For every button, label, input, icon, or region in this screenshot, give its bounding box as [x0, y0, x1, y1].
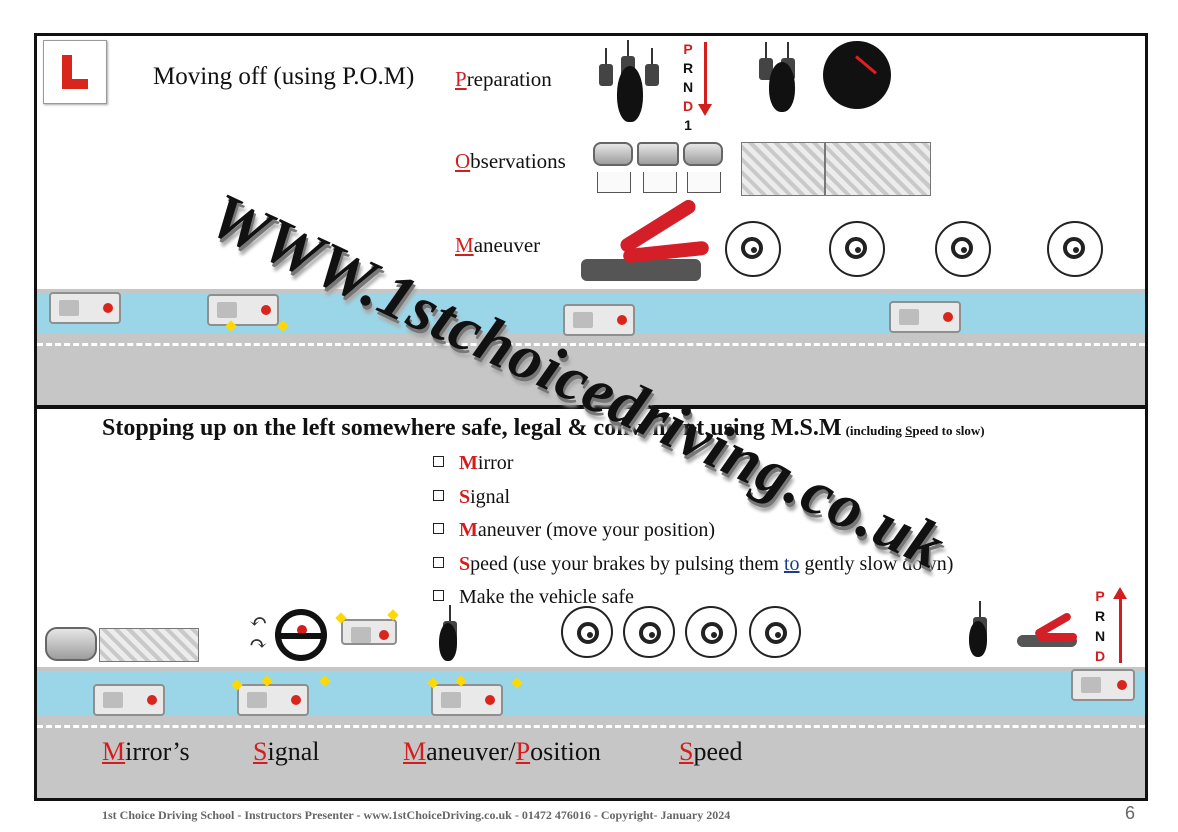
stopping-panel: Stopping up on the left somewhere safe, …: [34, 406, 1148, 801]
car-stopped: [1071, 669, 1135, 701]
car-signalling: [237, 684, 309, 716]
brake-foot-icon: [435, 605, 465, 667]
kerb-lane: [37, 671, 1145, 715]
door-mirror-icon: [45, 627, 97, 661]
checkbox-icon: [433, 489, 444, 501]
msm-checklist: Mirror Signal Maneuver (move your positi…: [433, 447, 953, 615]
steering-clock-icon: [1047, 221, 1103, 277]
car-positioning: [431, 684, 503, 716]
learner-plate-logo: [43, 40, 107, 104]
handbrake-icon: [1015, 609, 1081, 649]
pom-preparation: Preparation: [455, 67, 552, 91]
brake-foot-icon: [965, 601, 991, 663]
stopping-title: Stopping up on the left somewhere safe, …: [102, 415, 985, 441]
handbrake-icon: [577, 197, 711, 283]
gear-selector-up-icon: P R N D: [1091, 587, 1139, 669]
car-moving: [889, 301, 961, 333]
label-mirrors: Mirror’s: [102, 737, 190, 766]
rear-view-photo-icon: [99, 628, 199, 662]
label-signal: Signal: [253, 737, 320, 766]
moving-off-panel: Moving off (using P.O.M) Preparation Obs…: [34, 33, 1148, 408]
checklist-item: Speed (use your brakes by pulsing them t…: [433, 548, 953, 582]
checkbox-icon: [433, 590, 444, 601]
lane-markings: [37, 725, 1145, 728]
steering-wheel-icon: [275, 609, 327, 661]
label-maneuver-position: Maneuver/Position: [403, 737, 601, 766]
checklist-item: Signal: [433, 481, 953, 515]
steering-clock-icon: [561, 606, 613, 658]
pom-maneuver: Maneuver: [455, 233, 541, 257]
car-moving-off: [563, 304, 635, 336]
gear-selector-down-icon: P R N D 1: [677, 40, 717, 140]
rev-counter-icon: [823, 41, 891, 109]
checklist-item: Make the vehicle safe: [433, 581, 953, 615]
steering-clock-icon: [935, 221, 991, 277]
pedals-foot-icon: [595, 40, 665, 126]
checklist-item: Mirror: [433, 447, 953, 481]
steering-clock-icon: [685, 606, 737, 658]
steering-clock-icon: [749, 606, 801, 658]
label-speed: Speed: [679, 737, 743, 766]
turn-arrows-icon: ↶↷: [249, 609, 268, 656]
moving-off-title: Moving off (using P.O.M): [153, 63, 415, 90]
page-number: 6: [1125, 803, 1136, 823]
lane-markings: [37, 343, 1145, 346]
accelerator-foot-icon: [755, 42, 805, 118]
checkbox-icon: [433, 523, 444, 534]
footer-text: 1st Choice Driving School - Instructors …: [102, 808, 731, 822]
car-signal-icon: [341, 619, 397, 645]
checkbox-icon: [433, 456, 444, 467]
checkbox-icon: [433, 556, 444, 568]
car-approaching: [93, 684, 165, 716]
steering-clock-icon: [725, 221, 781, 277]
pom-observations: Observations: [455, 149, 566, 173]
mirror-types-icon: [593, 142, 725, 194]
steering-clock-icon: [829, 221, 885, 277]
car-signalling: [207, 294, 279, 326]
blind-spot-photo-icon: [741, 142, 825, 196]
interior-view-photo-icon: [825, 142, 931, 196]
steering-clock-icon: [623, 606, 675, 658]
checklist-item: Maneuver (move your position): [433, 514, 953, 548]
car-parked: [49, 292, 121, 324]
